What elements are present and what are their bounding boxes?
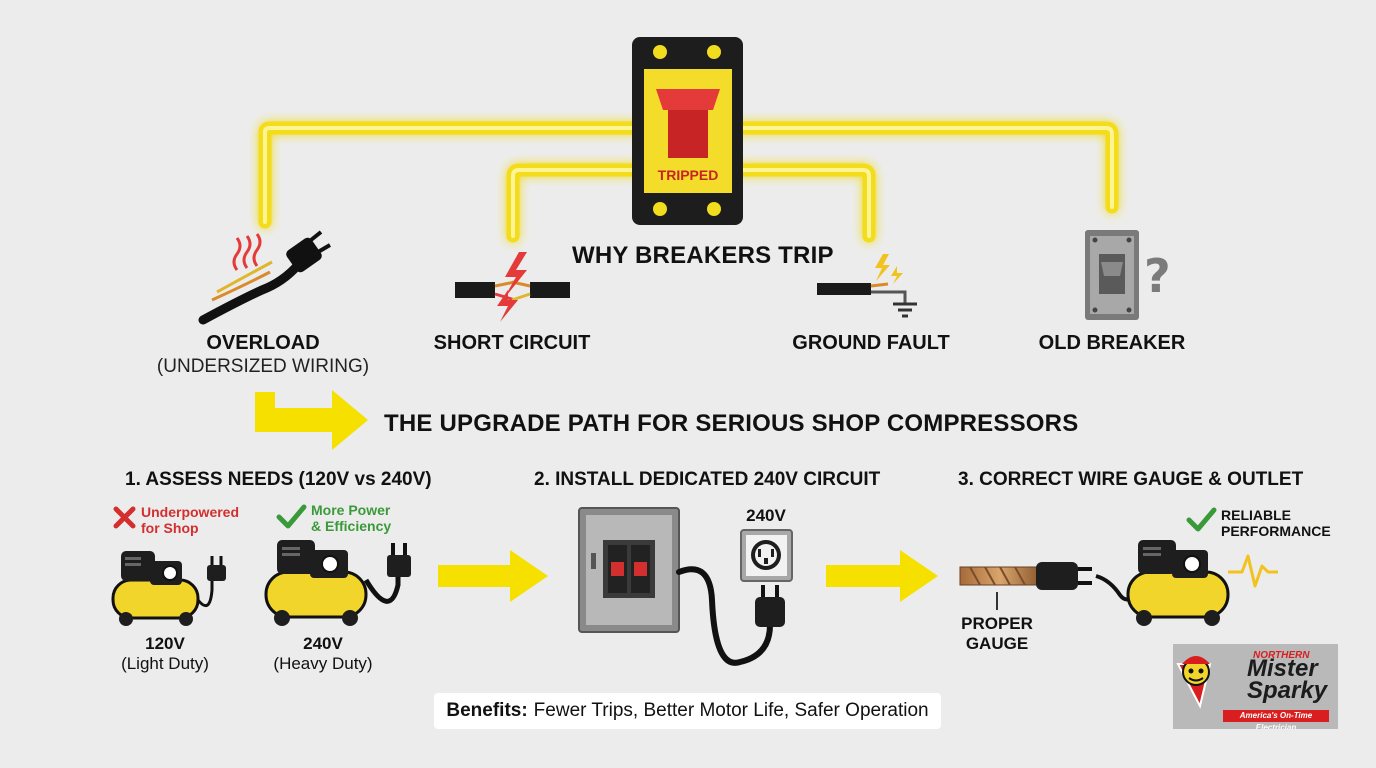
120v-label: 120V xyxy=(145,634,185,653)
short-circuit-icon xyxy=(455,252,570,322)
tripped-breaker-icon xyxy=(632,37,743,225)
ground-fault-icon xyxy=(817,254,917,318)
step-3-title: 3. CORRECT WIRE GAUGE & OUTLET xyxy=(958,469,1304,490)
logo-line-3: Sparky xyxy=(1247,677,1328,704)
benefits-label: Benefits: xyxy=(446,700,528,721)
cause-overload-label: OVERLOAD xyxy=(206,332,320,354)
flow-arrow-1 xyxy=(438,550,548,602)
green-check-icon-2 xyxy=(1186,507,1217,532)
outlet-240v-label: 240V xyxy=(746,506,786,525)
240v-plug-icon xyxy=(755,585,785,627)
logo-mascot-overlay xyxy=(1176,656,1212,709)
breaker-panel-icon xyxy=(578,507,680,633)
240v-outlet-icon xyxy=(740,529,793,582)
reliable-performance-note: RELIABLE PERFORMANCE xyxy=(1221,507,1331,539)
cause-overload-sublabel: (UNDERSIZED WIRING) xyxy=(156,356,370,377)
logo-tagline: America's On-Time Electrician xyxy=(1223,710,1329,729)
panel-cord xyxy=(676,566,773,666)
logo-line-2: Mister xyxy=(1247,655,1318,682)
step-1-title: 1. ASSESS NEEDS (120V vs 240V) xyxy=(125,469,432,490)
old-breaker-icon xyxy=(1085,230,1139,320)
240v-label: 240V xyxy=(303,634,343,653)
light-duty-label: (Light Duty) xyxy=(121,654,209,673)
cause-old-breaker-label: OLD BREAKER xyxy=(1038,332,1186,354)
green-check-icon xyxy=(276,504,307,529)
underpowered-note: Underpowered for Shop xyxy=(141,504,240,536)
flow-arrow-2 xyxy=(826,550,938,602)
question-mark-icon: ? xyxy=(1144,249,1171,303)
red-x-icon xyxy=(113,506,136,529)
upgrade-path-arrow xyxy=(255,390,368,450)
compressor-3-icon xyxy=(1126,540,1230,626)
benefits-text: Fewer Trips, Better Motor Life, Safer Op… xyxy=(533,700,929,721)
copper-wire-icon xyxy=(959,562,1092,610)
pulse-line-icon xyxy=(1228,554,1278,588)
logo-line-1: NORTHERN xyxy=(1253,650,1310,661)
more-power-note: More Power & Efficiency xyxy=(311,502,392,534)
benefits-banner: Benefits: Fewer Trips, Better Motor Life… xyxy=(434,693,941,729)
upgrade-path-title: THE UPGRADE PATH FOR SERIOUS SHOP COMPRE… xyxy=(384,410,1079,437)
page-title: WHY BREAKERS TRIP xyxy=(572,242,834,269)
overload-plug-icon xyxy=(198,230,332,325)
cause-short-circuit-label: SHORT CIRCUIT xyxy=(433,332,591,354)
small-compressor-icon xyxy=(111,551,226,626)
breaker-status-label: TRIPPED xyxy=(657,167,719,183)
step-2-title: 2. INSTALL DEDICATED 240V CIRCUIT xyxy=(534,469,881,490)
heavy-duty-label: (Heavy Duty) xyxy=(273,654,373,673)
cause-ground-fault-label: GROUND FAULT xyxy=(792,332,950,354)
large-compressor-icon xyxy=(264,540,411,626)
proper-gauge-label: PROPER GAUGE xyxy=(961,614,1033,653)
